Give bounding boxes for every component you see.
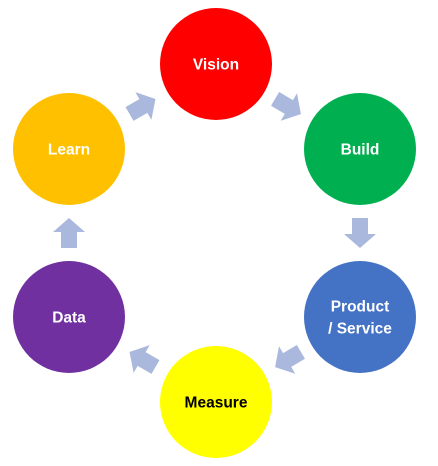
- node-vision-circle: [160, 8, 272, 120]
- node-measure-label-line-0: Measure: [185, 395, 248, 412]
- arrow-build-to-product: [344, 218, 376, 248]
- arrows-layer: [53, 91, 376, 374]
- node-build: Build: [304, 93, 416, 205]
- arrow-vision-to-build: [271, 91, 301, 121]
- node-product-label-line-0: Product: [331, 299, 390, 316]
- arrow-data-to-learn: [53, 218, 85, 248]
- arrow-learn-to-vision: [125, 92, 156, 121]
- node-product-circle: [304, 261, 416, 373]
- node-build-circle: [304, 93, 416, 205]
- node-data: Data: [13, 261, 125, 373]
- node-build-label-line-0: Build: [341, 142, 380, 159]
- node-learn-label-line-0: Learn: [48, 142, 90, 159]
- node-data-circle: [13, 261, 125, 373]
- node-learn: Learn: [13, 93, 125, 205]
- arrow-product-to-measure: [275, 344, 305, 374]
- node-measure: Measure: [160, 346, 272, 458]
- node-vision: Vision: [160, 8, 272, 120]
- node-vision-label-line-0: Vision: [193, 57, 239, 74]
- arrow-measure-to-data: [129, 345, 160, 374]
- node-product-label-line-1: / Service: [328, 321, 392, 338]
- node-measure-circle: [160, 346, 272, 458]
- node-data-label-line-0: Data: [52, 310, 86, 327]
- node-learn-circle: [13, 93, 125, 205]
- node-product: Product / Service: [304, 261, 416, 373]
